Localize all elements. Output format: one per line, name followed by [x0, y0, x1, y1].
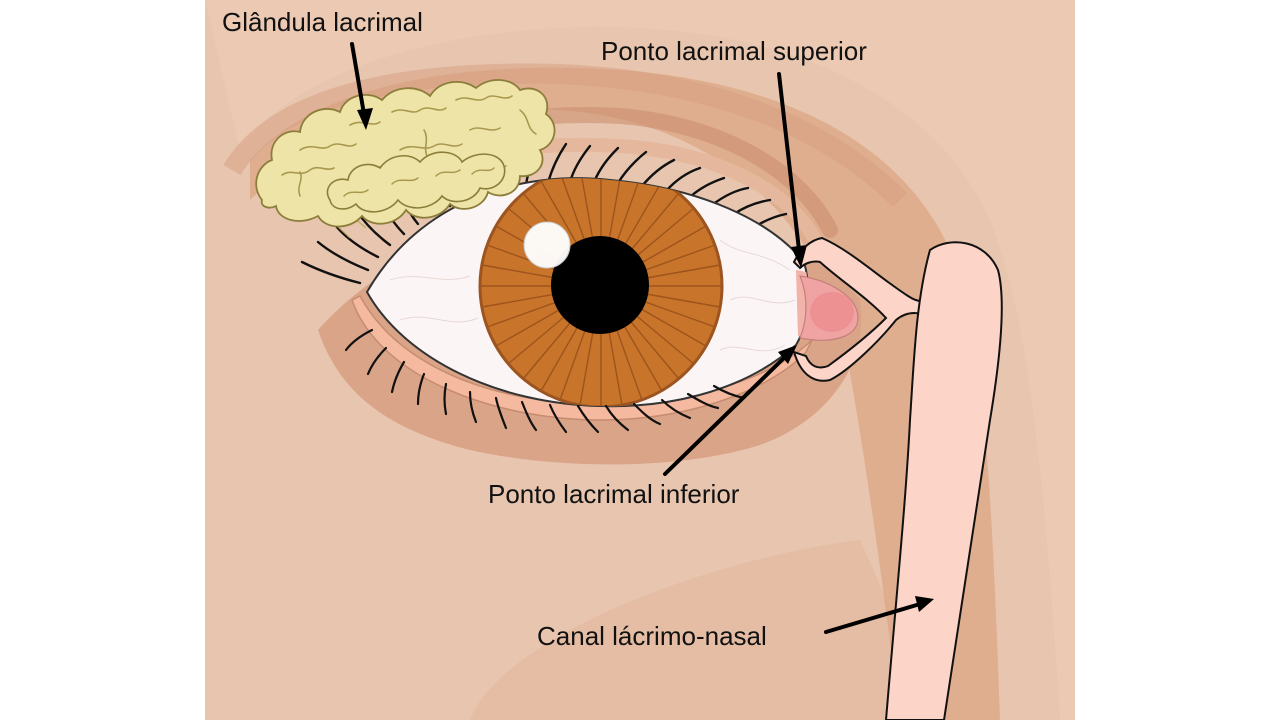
label-nasolacrimal-duct: Canal lácrimo-nasal: [537, 623, 767, 649]
label-upper-punctum: Ponto lacrimal superior: [601, 38, 867, 64]
lacrimal-caruncle: [810, 292, 854, 332]
label-lacrimal-gland: Glândula lacrimal: [222, 9, 423, 35]
eye-highlight: [524, 222, 570, 268]
label-lower-punctum: Ponto lacrimal inferior: [488, 481, 739, 507]
